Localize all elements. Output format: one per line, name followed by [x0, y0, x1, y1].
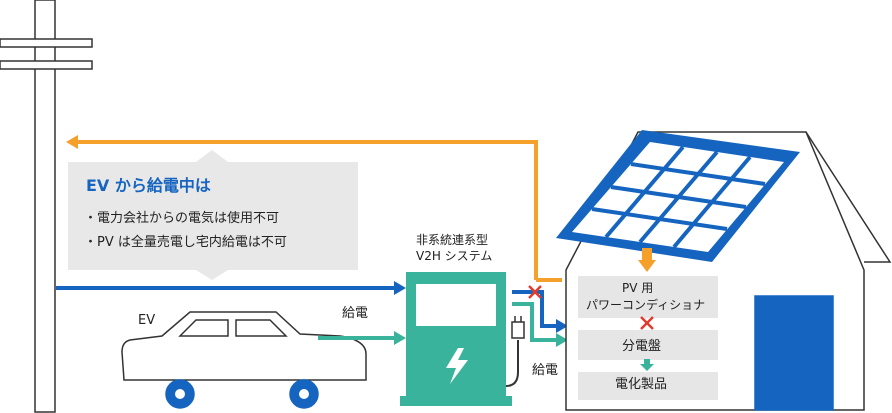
panel-output-arrow — [638, 248, 656, 272]
charger-to-house-line — [512, 302, 568, 347]
grid-to-house-line — [512, 290, 568, 333]
power-feed-label: 給電 — [342, 306, 369, 321]
charger-label-line1: 非系統連系型 — [416, 233, 489, 247]
power-conditioner-box — [578, 276, 718, 318]
down-arrow — [640, 359, 654, 371]
appliances-label: 電化製品 — [615, 377, 668, 392]
info-box-title: EV から給電中は — [86, 176, 211, 195]
ev-car — [121, 311, 367, 409]
grid-power-line — [56, 281, 406, 295]
info-note-pv: ・PV は全量売電し宅内給電は不可 — [84, 235, 287, 250]
cross-icon — [640, 316, 654, 330]
appliances-box — [578, 372, 718, 400]
info-note-grid: ・電力会社からの電気は使用不可 — [84, 211, 280, 226]
v2h-charger — [400, 272, 525, 406]
solar-panel — [556, 130, 800, 262]
utility-pole — [0, 0, 93, 413]
distribution-panel-box — [578, 330, 718, 360]
lightning-icon — [446, 348, 468, 384]
power-conditioner-label-line1: PV 用 — [622, 281, 654, 295]
charger-label-line2: V2H システム — [416, 249, 493, 263]
ev-feed-line — [318, 331, 406, 345]
cross-icon — [528, 285, 542, 299]
power-feed-label-house: 給電 — [532, 363, 559, 378]
power-conditioner-label-line2: パワーコンディショナ — [586, 298, 706, 312]
ev-label: EV — [138, 313, 156, 328]
distribution-panel-label: 分電盤 — [622, 339, 662, 354]
info-box — [68, 150, 358, 280]
plug-icon — [511, 321, 525, 339]
pv-sell-line — [66, 135, 562, 282]
